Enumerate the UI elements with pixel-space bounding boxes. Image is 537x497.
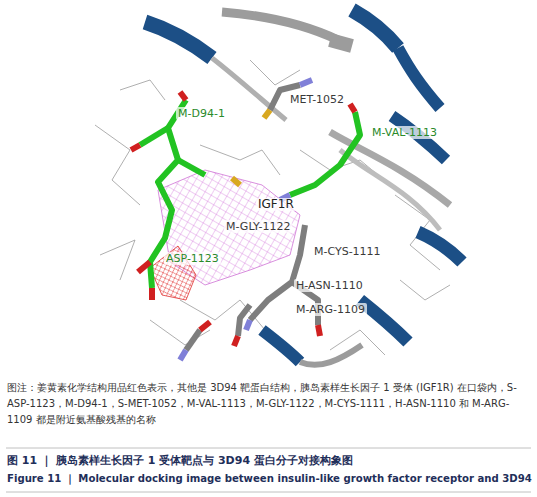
protein-ribbon bbox=[145, 10, 462, 365]
residue-label: ASP-1123 bbox=[164, 252, 221, 265]
residue-label: M-D94-1 bbox=[176, 107, 227, 120]
atom-tip bbox=[131, 80, 355, 360]
figure-note: 图注：姜黄素化学结构用品红色表示，其他是 3D94 靶蛋白结构，胰岛素样生长因子… bbox=[7, 380, 530, 428]
figure-title-en: Figure 11 ｜ Molecular docking image betw… bbox=[7, 472, 532, 486]
residue-label: M-CYS-1111 bbox=[312, 245, 383, 258]
residue-label: M-GLY-1122 bbox=[224, 220, 292, 233]
residue-label: MET-1052 bbox=[288, 93, 346, 106]
residue-label: M-ARG-1109 bbox=[294, 303, 367, 316]
divider bbox=[6, 492, 531, 493]
target-label: IGF1R bbox=[256, 198, 296, 211]
wire-residues bbox=[95, 60, 450, 355]
residue-label: M-VAL-1113 bbox=[370, 126, 439, 139]
green-residue-stick bbox=[140, 100, 360, 288]
residue-label: H-ASN-1110 bbox=[294, 279, 365, 292]
divider bbox=[6, 448, 531, 449]
figure-caption: 图 11 ｜ 胰岛素样生长因子 1 受体靶点与 3D94 蛋白分子对接构象图 bbox=[7, 453, 353, 468]
